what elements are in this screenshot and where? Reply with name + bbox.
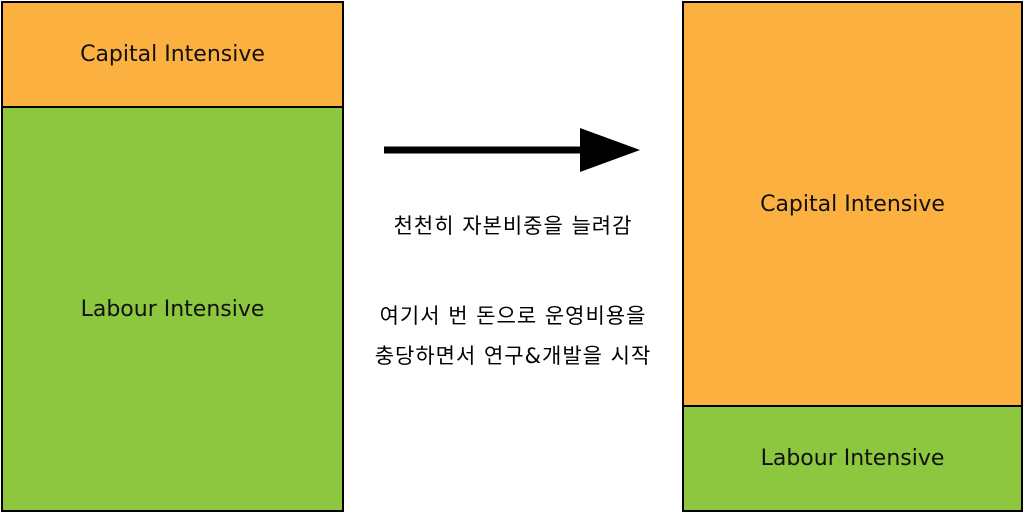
right-capital-block: Capital Intensive [682, 1, 1023, 407]
left-capital-block: Capital Intensive [1, 1, 344, 108]
right-labour-label: Labour Intensive [760, 446, 945, 471]
left-capital-label: Capital Intensive [80, 42, 265, 67]
note-gradual-capital: 천천히 자본비중을 늘려감 [393, 214, 633, 238]
left-labour-block: Labour Intensive [1, 106, 344, 512]
note-rnd: 여기서 번 돈으로 운영비용을 충당하면서 연구&개발을 시작 [344, 296, 682, 376]
right-labour-block: Labour Intensive [682, 405, 1023, 512]
note-rnd-line2: 충당하면서 연구&개발을 시작 [374, 344, 652, 368]
right-capital-label: Capital Intensive [760, 191, 945, 217]
right-arrow-icon [384, 128, 640, 172]
left-labour-label: Labour Intensive [80, 296, 265, 322]
arrow-head [580, 128, 640, 172]
note-rnd-line1: 여기서 번 돈으로 운영비용을 [379, 304, 647, 328]
